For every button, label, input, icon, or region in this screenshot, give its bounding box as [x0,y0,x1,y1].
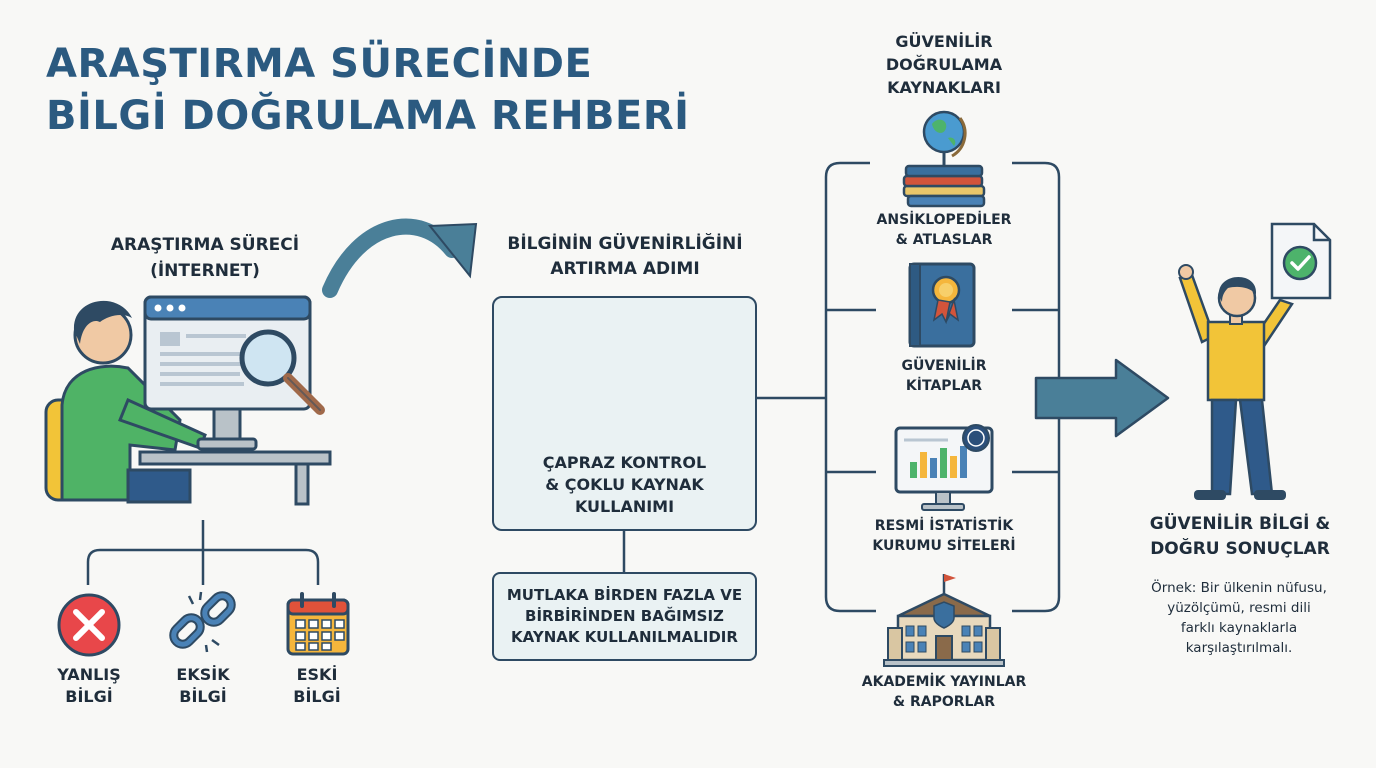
research-line-1: ARAŞTIRMA SÜRECİ [110,235,300,255]
result-arrow [1034,358,1170,438]
statistics-monitor-icon [894,424,994,511]
source-books-line-1: GÜVENİLİR [901,358,987,374]
step-heading-line-1: BİLGİNİN GÜVENİRLİĞİNİ [507,234,743,254]
source-statistics-line-2: KURUMU SİTELERİ [872,538,1016,554]
risk-wrong-line-2: BİLGİ [65,687,113,706]
cross-check-line-3: KULLANIMI [574,497,675,516]
source-statistics: RESMİ İSTATİSTİK KURUMU SİTELERİ [848,516,1040,556]
result-heading: GÜVENİLİR BİLGİ & DOĞRU SONUÇLAR [1130,512,1350,562]
example-line-1: Örnek: Bir ülkenin nüfusu, [1151,580,1327,596]
broken-link-icon [169,591,236,653]
risk-missing-line-2: BİLGİ [179,687,227,706]
sources-heading-line-3: KAYNAKLARI [887,78,1001,97]
cross-check-box [492,296,757,531]
calendar-icon [286,592,350,656]
source-books: GÜVENİLİR KİTAPLAR [848,356,1040,396]
book-icon [908,262,976,348]
research-line-2: (İNTERNET) [150,261,260,281]
cross-check-text: ÇAPRAZ KONTROL & ÇOKLU KAYNAK KULLANIMI [492,452,757,518]
happy-person-icon [1178,222,1332,500]
risk-label-outdated: ESKİ BİLGİ [268,664,366,708]
error-x-icon [57,593,121,657]
risk-connector [86,520,320,585]
step-heading: BİLGİNİN GÜVENİRLİĞİNİ ARTIRMA ADIMI [470,232,780,282]
cross-check-line-1: ÇAPRAZ KONTROL [542,453,707,472]
page-title: ARAŞTIRMA SÜRECİNDE BİLGİ DOĞRULAMA REHB… [46,38,690,142]
source-encyclopedias: ANSİKLOPEDİLER & ATLASLAR [848,210,1040,250]
curved-arrow [322,218,478,298]
source-statistics-line-1: RESMİ İSTATİSTİK [874,518,1014,534]
note-line-1: MUTLAKA BİRDEN FAZLA VE [506,586,743,604]
note-line-2: BİRBİRİNDEN BAĞIMSIZ [525,607,724,625]
source-academic-line-2: & RAPORLAR [892,694,996,710]
result-example: Örnek: Bir ülkenin nüfusu, yüzölçümü, re… [1124,578,1354,658]
result-line-1: GÜVENİLİR BİLGİ & [1149,514,1331,534]
risk-outdated-line-2: BİLGİ [293,687,341,706]
source-books-line-2: KİTAPLAR [905,378,983,394]
sources-heading: GÜVENİLİR DOĞRULAMA KAYNAKLARI [852,30,1036,99]
result-line-2: DOĞRU SONUÇLAR [1150,539,1330,559]
source-encyclopedias-line-1: ANSİKLOPEDİLER [876,212,1012,228]
sources-heading-line-2: DOĞRULAMA [885,55,1003,74]
title-line-1: ARAŞTIRMA SÜRECİNDE [46,41,593,87]
step-heading-line-2: ARTIRMA ADIMI [550,259,700,279]
example-line-2: yüzölçümü, resmi dili [1167,600,1311,616]
note-text: MUTLAKA BİRDEN FAZLA VE BİRBİRİNDEN BAĞI… [507,585,742,648]
research-heading: ARAŞTIRMA SÜRECİ (İNTERNET) [90,232,320,284]
person-at-computer-icon [44,295,332,506]
approved-document-icon [1270,222,1332,300]
risk-outdated-line-1: ESKİ [296,665,338,684]
risk-label-wrong: YANLIŞ BİLGİ [40,664,138,708]
title-line-2: BİLGİ DOĞRULAMA REHBERİ [46,93,690,139]
risk-label-missing: EKSİK BİLGİ [154,664,252,708]
note-line-3: KAYNAK KULLANILMALIDIR [511,628,738,646]
globe-books-icon [902,110,986,208]
cross-check-line-2: & ÇOKLU KAYNAK [545,475,704,494]
risk-wrong-line-1: YANLIŞ [57,665,121,684]
source-encyclopedias-line-2: & ATLASLAR [895,232,993,248]
example-line-4: karşılaştırılmalı. [1185,640,1293,656]
university-icon [883,574,1005,667]
sources-heading-line-1: GÜVENİLİR [895,32,993,51]
independent-sources-note: MUTLAKA BİRDEN FAZLA VE BİRBİRİNDEN BAĞI… [492,572,757,661]
source-academic-line-1: AKADEMİK YAYINLAR [861,674,1027,690]
risk-missing-line-1: EKSİK [176,665,230,684]
example-line-3: farklı kaynaklarla [1180,620,1298,636]
source-academic: AKADEMİK YAYINLAR & RAPORLAR [842,672,1046,712]
